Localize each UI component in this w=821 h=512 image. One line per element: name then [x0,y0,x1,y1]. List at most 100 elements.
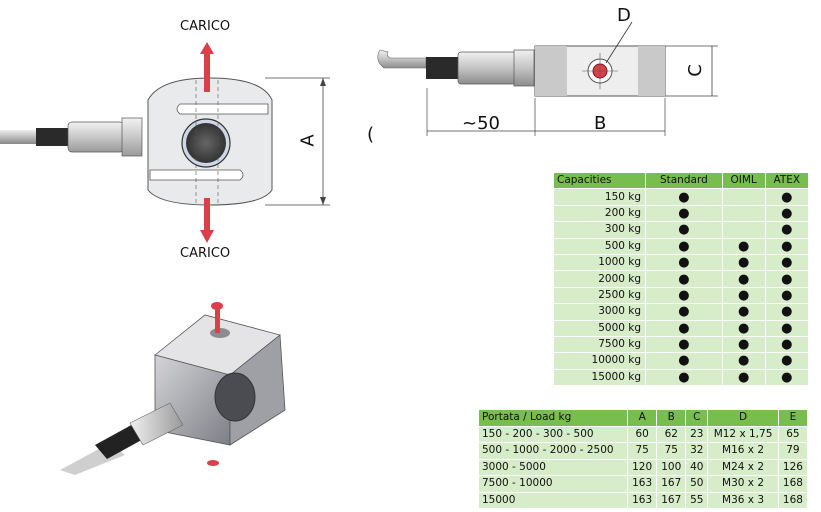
side-dimension-lines [426,45,718,136]
c-header: C [685,409,709,427]
a-cell: 163 [627,475,658,493]
standard-cell: ● [645,335,723,354]
a-cell: 120 [627,458,658,476]
table-row: 2500 kg●●● [552,286,810,305]
capacity-cell: 5000 kg [552,319,647,337]
iso-cable [60,402,184,475]
standard-cell: ● [645,253,723,272]
isometric-view-drawing [60,302,286,475]
oiml-cell: ● [721,253,766,272]
d-cell: M30 x 2 [707,475,779,493]
atex-cell: ● [764,253,810,272]
b-header: B [656,409,687,427]
stray-mark: ( [367,124,375,145]
standard-cell: ● [645,319,723,337]
load-arrow-down [200,198,214,243]
dimensions-table: Portata / Load kg A B C D E 150 - 200 - … [477,409,809,509]
e-cell: 79 [777,442,809,460]
oiml-cell [721,188,766,206]
capacity-cell: 7500 kg [552,335,647,354]
table-row: 2000 kg●●● [552,270,810,288]
dimension-cable-label: ~50 [462,113,500,134]
oiml-cell: ● [721,270,766,288]
b-cell: 167 [656,475,687,493]
e-cell: 126 [777,458,809,476]
standard-cell: ● [645,270,723,288]
iso-arrow-bottom [207,460,219,466]
c-cell: 32 [685,442,709,460]
capacity-cell: 200 kg [552,204,647,223]
load-label-top: CARICO [180,19,231,34]
cable [0,117,143,157]
load-cell: 15000 [477,491,629,509]
atex-cell: ● [764,204,810,223]
load-cell: 150 - 200 - 300 - 500 [477,425,629,443]
iso-body [154,314,286,446]
dimension-a-label: A [297,134,319,147]
table-row: 5000 kg●●● [552,319,810,337]
dimension-c-label: C [684,64,706,77]
atex-cell: ● [764,270,810,288]
atex-cell: ● [764,286,810,305]
load-cell: 500 - 1000 - 2000 - 2500 [477,442,629,460]
d-cell: M24 x 2 [707,458,779,476]
e-header: E [777,409,809,427]
iso-arrow-top [211,302,223,333]
oiml-cell: ● [721,237,766,255]
d-cell: M16 x 2 [707,442,779,460]
capacity-cell: 10000 kg [552,352,647,370]
standard-cell: ● [645,204,723,223]
capacity-cell: 500 kg [552,237,647,255]
table-row: 300 kg●● [552,221,810,239]
load-cell: 7500 - 10000 [477,475,629,493]
b-cell: 100 [656,458,687,476]
load-label-bottom: CARICO [180,246,231,261]
oiml-cell: ● [721,335,766,354]
c-cell: 55 [685,491,709,509]
d-header: D [707,409,779,427]
table-row: 150 kg●● [552,188,810,206]
capacity-cell: 1000 kg [552,253,647,272]
a-cell: 60 [627,425,658,443]
s-beam-body [147,77,273,206]
c-cell: 23 [685,425,709,443]
standard-cell: ● [645,303,723,321]
atex-cell: ● [764,188,810,206]
table-row: 500 kg●●● [552,237,810,255]
c-cell: 50 [685,475,709,493]
a-header: A [627,409,658,427]
oiml-cell: ● [721,352,766,370]
dimension-b-label: B [594,113,607,134]
d-cell: M36 x 3 [707,491,779,509]
front-view-drawing [0,42,330,243]
a-cell: 75 [627,442,658,460]
oiml-cell: ● [721,286,766,305]
standard-cell: ● [645,188,723,206]
a-cell: 163 [627,491,658,509]
oiml-cell [721,221,766,239]
b-cell: 167 [656,491,687,509]
c-cell: 40 [685,458,709,476]
atex-cell: ● [764,368,810,387]
dimension-d-label: D [617,5,631,26]
oiml-cell: ● [721,303,766,321]
standard-cell: ● [645,221,723,239]
b-cell: 62 [656,425,687,443]
table-row: 15000 kg●●● [552,368,810,387]
oiml-cell [721,204,766,223]
atex-header: ATEX [764,171,810,190]
atex-cell: ● [764,303,810,321]
table-row: 200 kg●● [552,204,810,223]
e-cell: 168 [777,491,809,509]
standard-cell: ● [645,286,723,305]
standard-cell: ● [645,237,723,255]
table-row: 3000 kg●●● [552,303,810,321]
standard-cell: ● [645,368,723,387]
table-row: 10000 kg●●● [552,352,810,370]
side-cable [377,49,535,87]
capacity-cell: 300 kg [552,221,647,239]
